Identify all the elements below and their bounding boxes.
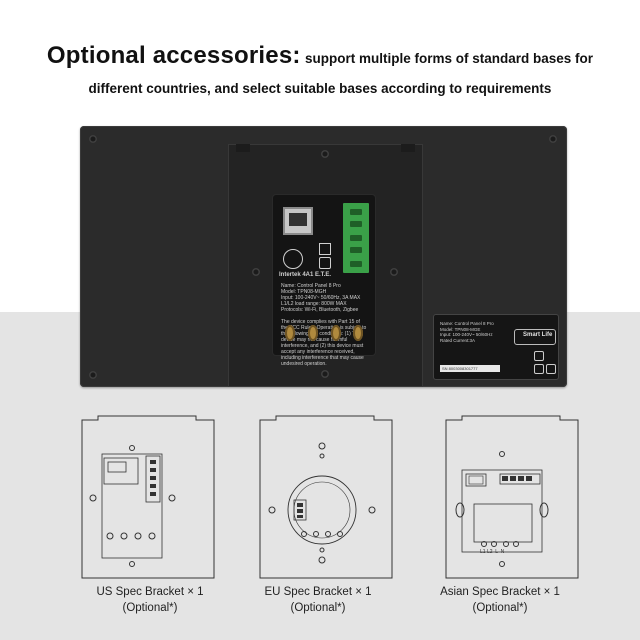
lead-wire — [285, 325, 295, 341]
recycle-icon — [319, 257, 331, 269]
plate-tab — [236, 144, 250, 152]
eu-bracket-note: (Optional*) — [290, 602, 346, 614]
recycle-icon — [534, 364, 544, 374]
terminal-block — [343, 203, 369, 273]
us-bracket-drawing — [80, 414, 220, 580]
us-bracket-caption: US Spec Bracket × 1 (Optional*) — [50, 584, 250, 616]
lead-wire — [331, 325, 341, 341]
headline: Optional accessories: support multiple f… — [0, 42, 640, 70]
product-label: Name: Control Panel 8 Pro Model: TPN08-M… — [433, 314, 559, 380]
screw-icon — [321, 150, 329, 158]
screw-icon — [321, 370, 329, 378]
screw-icon — [89, 135, 97, 143]
serial-bar — [440, 365, 500, 372]
module-brand: Intertek 4A1 E.T.E. — [279, 272, 332, 278]
bin-icon — [534, 351, 544, 361]
lead-wire — [308, 325, 318, 341]
eu-bracket-caption: EU Spec Bracket × 1 (Optional*) — [218, 584, 418, 616]
eu-bracket-drawing — [258, 414, 398, 580]
cert-icon — [546, 364, 556, 374]
plate-tab — [401, 144, 415, 152]
screw-icon — [252, 268, 260, 276]
ethernet-port-icon — [283, 207, 313, 235]
screw-icon — [549, 135, 557, 143]
asian-bracket-drawing: L1 L2 L N — [444, 414, 584, 580]
smart-life-logo — [514, 329, 556, 345]
headline-subtitle-line2: different countries, and select suitable… — [88, 81, 552, 96]
bin-icon — [319, 243, 331, 255]
asian-bracket-name: Asian Spec Bracket × 1 — [440, 586, 560, 598]
lead-wire — [353, 325, 363, 341]
asian-bracket-caption: Asian Spec Bracket × 1 (Optional*) — [400, 584, 600, 616]
asian-terminal-labels: L1 L2 L N — [480, 549, 505, 555]
screw-icon — [390, 268, 398, 276]
headline-subtitle-start: support multiple forms of standard bases… — [305, 51, 594, 66]
headline-title: Optional accessories: — [46, 42, 301, 69]
label-text: Name: Control Panel 8 Pro Model: TPN08-M… — [440, 321, 494, 343]
control-panel-back: Intertek 4A1 E.T.E. Name: Control Panel … — [80, 126, 567, 387]
control-module: Intertek 4A1 E.T.E. Name: Control Panel … — [273, 195, 375, 367]
eu-bracket-name: EU Spec Bracket × 1 — [264, 586, 372, 598]
label-serial: SN 8003008301777 — [442, 366, 478, 371]
asian-bracket-note: (Optional*) — [472, 602, 528, 614]
certification-mark-icon — [283, 249, 303, 269]
screw-icon — [89, 371, 97, 379]
module-spec-text: Name: Control Panel 8 Pro Model: TPN08-M… — [281, 283, 367, 367]
us-bracket-note: (Optional*) — [122, 602, 178, 614]
label-brand: Smart Life — [523, 332, 553, 338]
us-bracket-name: US Spec Bracket × 1 — [96, 586, 204, 598]
